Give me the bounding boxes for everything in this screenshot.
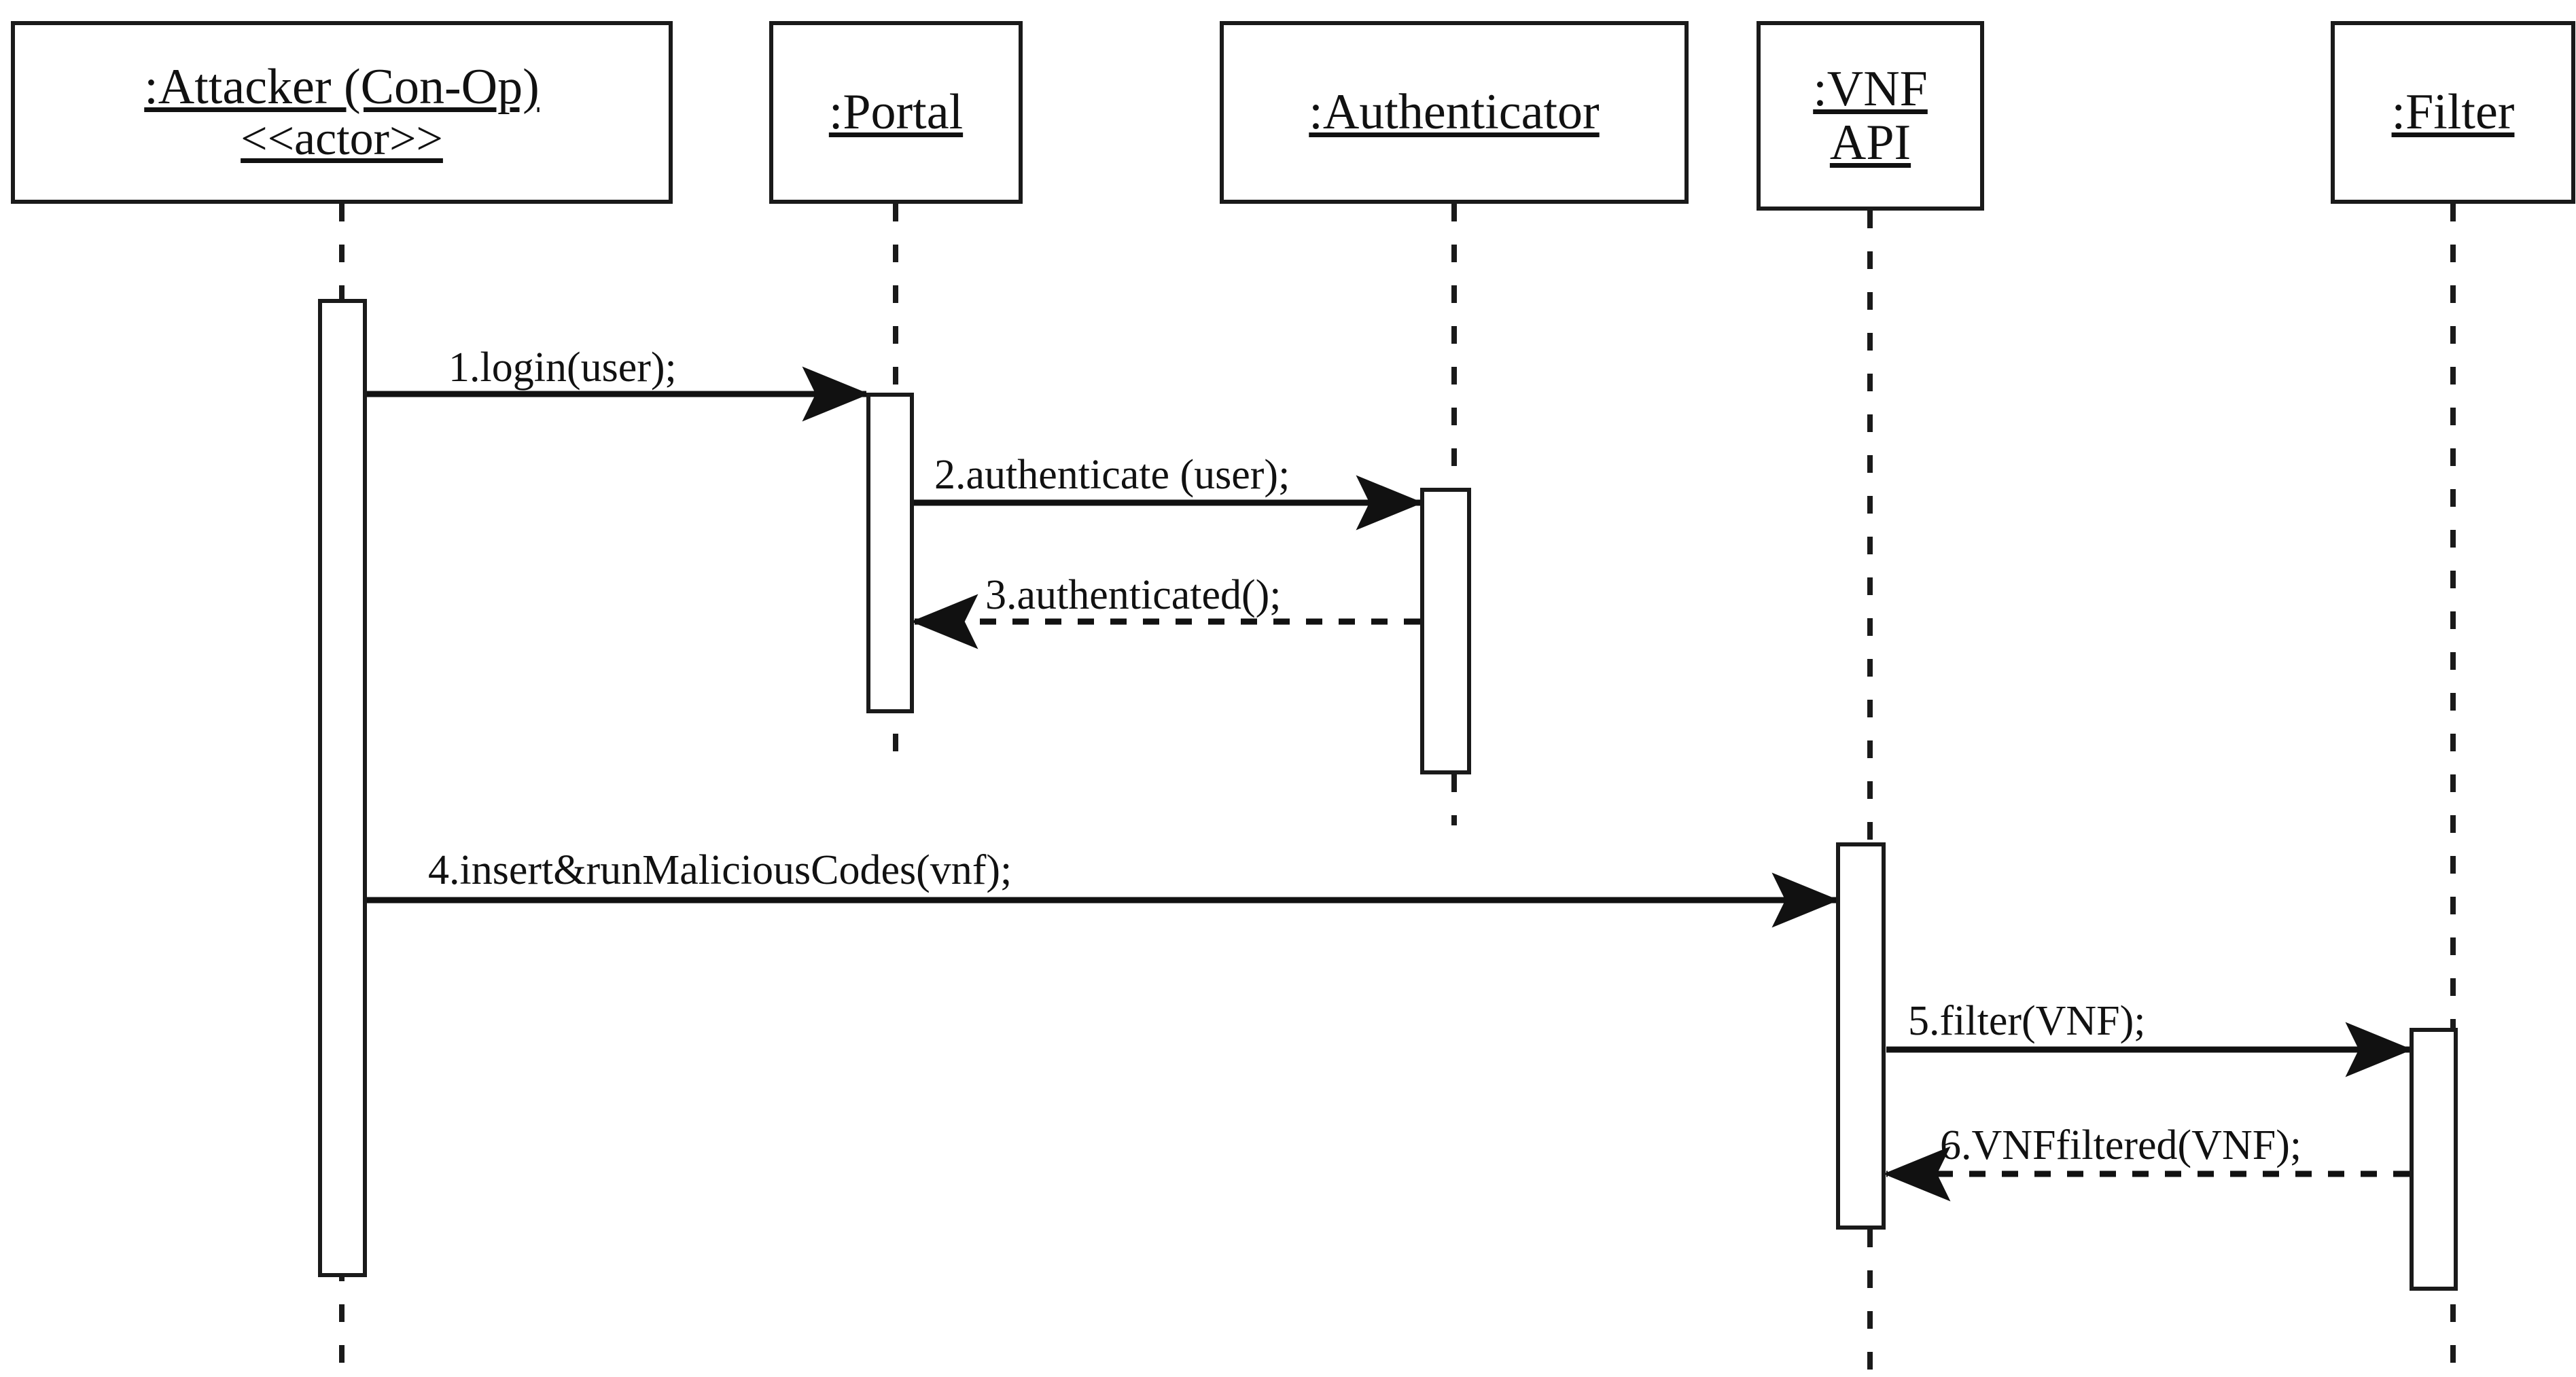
lifeline-header-authenticator[interactable]: :Authenticator [1220,21,1689,204]
lifeline-stereotype-actor: <<actor>> [241,112,443,165]
lifeline-label-portal: :Portal [828,84,964,141]
lifeline-label-authenticator: :Authenticator [1309,84,1600,141]
lifeline-label-filter: :Filter [2391,84,2515,141]
activation-bar-vnf-api[interactable] [1836,842,1886,1230]
lifeline-header-attacker[interactable]: :Attacker (Con-Op) <<actor>> [11,21,673,204]
lifeline-header-filter[interactable]: :Filter [2331,21,2575,204]
lifeline-label-api: API [1829,114,1911,171]
message-label-4: 4.insert&runMaliciousCodes(vnf); [428,847,1012,893]
lifeline-header-vnf-api[interactable]: :VNF API [1757,21,1984,211]
lifeline-label-attacker: :Attacker (Con-Op) [144,59,540,115]
activation-bar-attacker[interactable] [318,299,367,1277]
message-label-1: 1.login(user); [448,344,677,391]
message-label-3: 3.authenticated(); [985,572,1282,618]
lifeline-label-vnf: :VNF [1813,61,1928,118]
activation-bar-filter[interactable] [2410,1028,2458,1291]
activation-bar-authenticator[interactable] [1420,488,1471,774]
activation-bar-portal[interactable] [866,393,914,713]
message-label-6: 6.VNFfiltered(VNF); [1940,1122,2302,1168]
message-arrow-lines [367,366,2413,1202]
lifeline-header-portal[interactable]: :Portal [769,21,1023,204]
message-label-5: 5.filter(VNF); [1908,998,2146,1044]
message-label-2: 2.authenticate (user); [934,452,1290,498]
